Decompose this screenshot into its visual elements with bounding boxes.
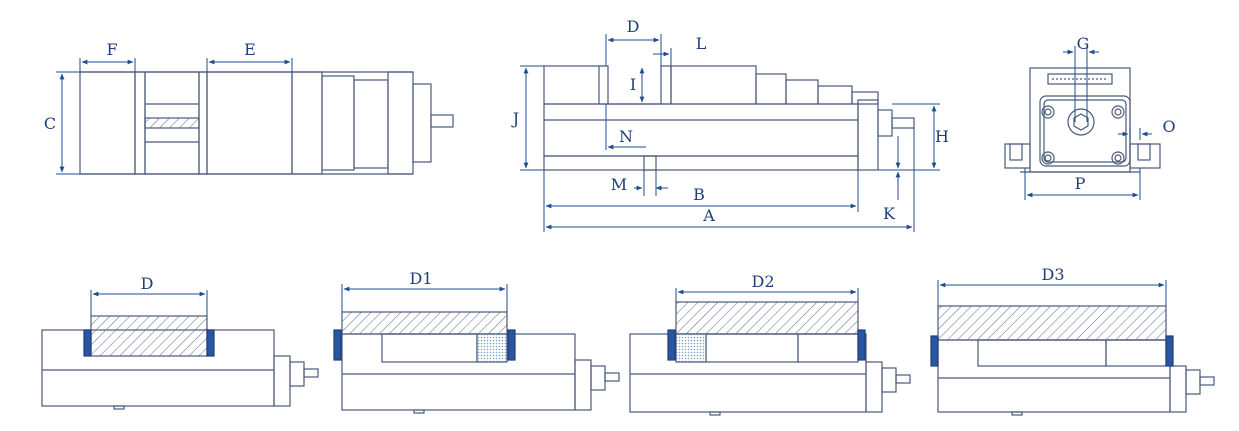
label-h: H [935,127,949,146]
jaw-pad-left [83,329,92,357]
dimension-labels: F E C D L I J N M B A H K G O P D D1 D2 … [44,17,1176,293]
label-c: C [44,114,56,133]
jaw-pad-left [930,335,939,367]
label-j: J [511,109,519,128]
config-d3-drawing [930,305,1215,416]
label-b: B [693,185,705,204]
label-config-d3: D3 [1041,265,1064,284]
jaw-pad-left [333,329,342,361]
jaw-pad-right [857,329,866,361]
config-d1-drawing [333,311,620,414]
top-view [79,71,454,175]
label-n: N [619,127,633,146]
fixed-jaw-outline [79,71,136,175]
movable-jaw-outline [206,71,293,175]
dimension-lines [56,34,1167,316]
label-f: F [106,40,117,59]
spindle-end [430,114,454,128]
config-d2-drawing [629,301,911,416]
config-d-drawing [41,315,319,410]
jaw-pad-left [667,329,676,361]
label-k: K [883,204,896,223]
label-e: E [244,40,256,59]
jaw-pad-right [1165,335,1174,367]
label-m: M [611,175,627,194]
workpiece-section [144,117,200,129]
spindle-hex-socket [1067,108,1095,136]
label-i: I [630,75,636,94]
label-g: G [1077,34,1090,53]
label-config-d2: D2 [751,272,774,291]
label-config-d: D [141,274,154,293]
label-a: A [702,206,715,225]
jaw-pad-right [206,329,215,357]
front-view [543,65,915,171]
end-view [1004,67,1161,173]
label-p: P [1075,174,1086,193]
label-d: D [627,17,640,36]
label-config-d1: D1 [409,269,432,288]
label-o: O [1162,117,1175,136]
label-l: L [696,34,707,53]
jaw-pad-right [507,329,516,361]
